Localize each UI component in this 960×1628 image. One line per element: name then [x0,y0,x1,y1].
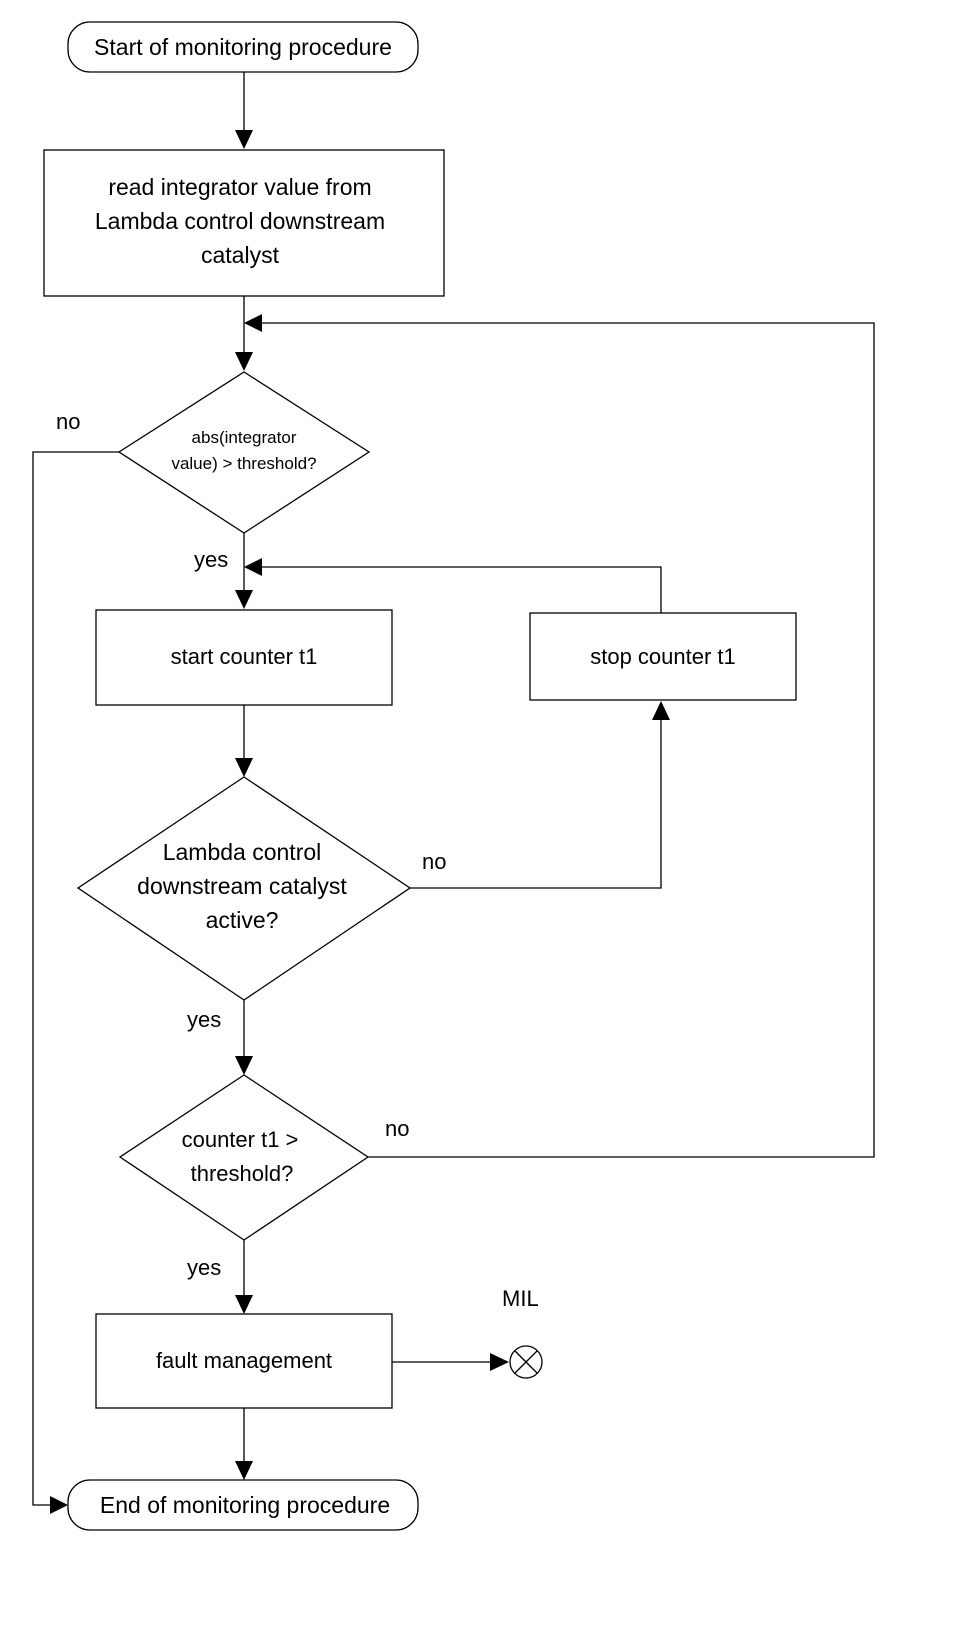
lambda-yes-label: yes [187,1007,221,1032]
arrowhead [235,352,253,371]
arrowhead [490,1353,509,1371]
arrowhead [235,1056,253,1075]
stop-counter-node-shape [529,612,797,701]
integrator-no-label: no [56,409,80,434]
edge-counter-no-loop-line [262,322,875,1158]
edge-fault-to-end [235,1408,253,1480]
edge-stop-to-start-counter [244,558,662,613]
edge-read-to-integrator-check [235,296,253,371]
integrator-check-node: abs(integrator value) > threshold? [117,371,371,534]
edge-fault-to-mil [392,1353,509,1371]
start-node-shape [67,21,419,73]
start-counter-label: start counter t1 [171,644,318,669]
arrowhead [235,130,253,149]
start-node-label: Start of monitoring procedure [94,34,392,60]
arrowhead [50,1496,68,1514]
edge-lambda-no-line [410,720,662,889]
edge-integrator-yes-to-start-counter [235,533,253,609]
edge-lambda-yes-to-counter-check [235,1000,253,1075]
fault-management-node: fault management [95,1313,393,1409]
mil-lamp-cross-b [514,1350,538,1374]
arrowhead [235,758,253,777]
fault-management-label: fault management [156,1348,332,1373]
edge-integrator-no-to-end [32,451,119,1514]
start-counter-node-shape [95,609,393,706]
integrator-check-label-line-1: abs(integrator [192,428,297,447]
read-integrator-label-line-2: Lambda control downstream [95,208,385,234]
stop-counter-label: stop counter t1 [590,644,736,669]
counter-check-label-line-2: threshold? [191,1161,294,1186]
edge-start-to-read [235,72,253,149]
edge-counter-yes-to-fault [235,1240,253,1314]
counter-check-node-shape [118,1074,370,1241]
read-integrator-node: read integrator value from Lambda contro… [43,149,445,297]
stop-counter-node: stop counter t1 [529,612,797,701]
counter-yes-label: yes [187,1255,221,1280]
mil-lamp-icon [509,1345,543,1379]
edge-start-counter-to-lambda-check [235,705,253,777]
end-node: End of monitoring procedure [67,1479,419,1531]
arrowhead [244,314,262,332]
edge-stop-to-start-line [262,566,662,613]
arrowhead [244,558,262,576]
edge-integrator-no-line [32,451,119,1506]
lambda-active-label-line-3: active? [206,907,279,933]
start-node: Start of monitoring procedure [67,21,419,73]
read-integrator-label-line-1: read integrator value from [108,174,371,200]
mil-label: MIL [502,1286,539,1311]
integrator-check-node-shape [117,371,371,534]
read-integrator-node-shape [43,149,445,297]
arrowhead [652,701,670,720]
lambda-active-label-line-2: downstream catalyst [137,873,347,899]
integrator-yes-label: yes [194,547,228,572]
counter-no-label: no [385,1116,409,1141]
edge-counter-no-loop [244,314,875,1158]
end-node-label: End of monitoring procedure [100,1492,390,1518]
lambda-active-label-line-1: Lambda control [163,839,322,865]
integrator-check-label-line-2: value) > threshold? [171,454,316,473]
arrowhead [235,590,253,609]
counter-check-label-line-1: counter t1 > [182,1127,299,1152]
read-integrator-label-line-3: catalyst [201,242,280,268]
start-counter-node: start counter t1 [95,609,393,706]
lambda-active-check-node: Lambda control downstream catalyst activ… [76,776,412,1001]
edge-lambda-no-to-stop-counter [410,701,670,889]
lambda-no-label: no [422,849,446,874]
counter-check-node: counter t1 > threshold? [118,1074,370,1241]
arrowhead [235,1295,253,1314]
arrowhead [235,1461,253,1480]
